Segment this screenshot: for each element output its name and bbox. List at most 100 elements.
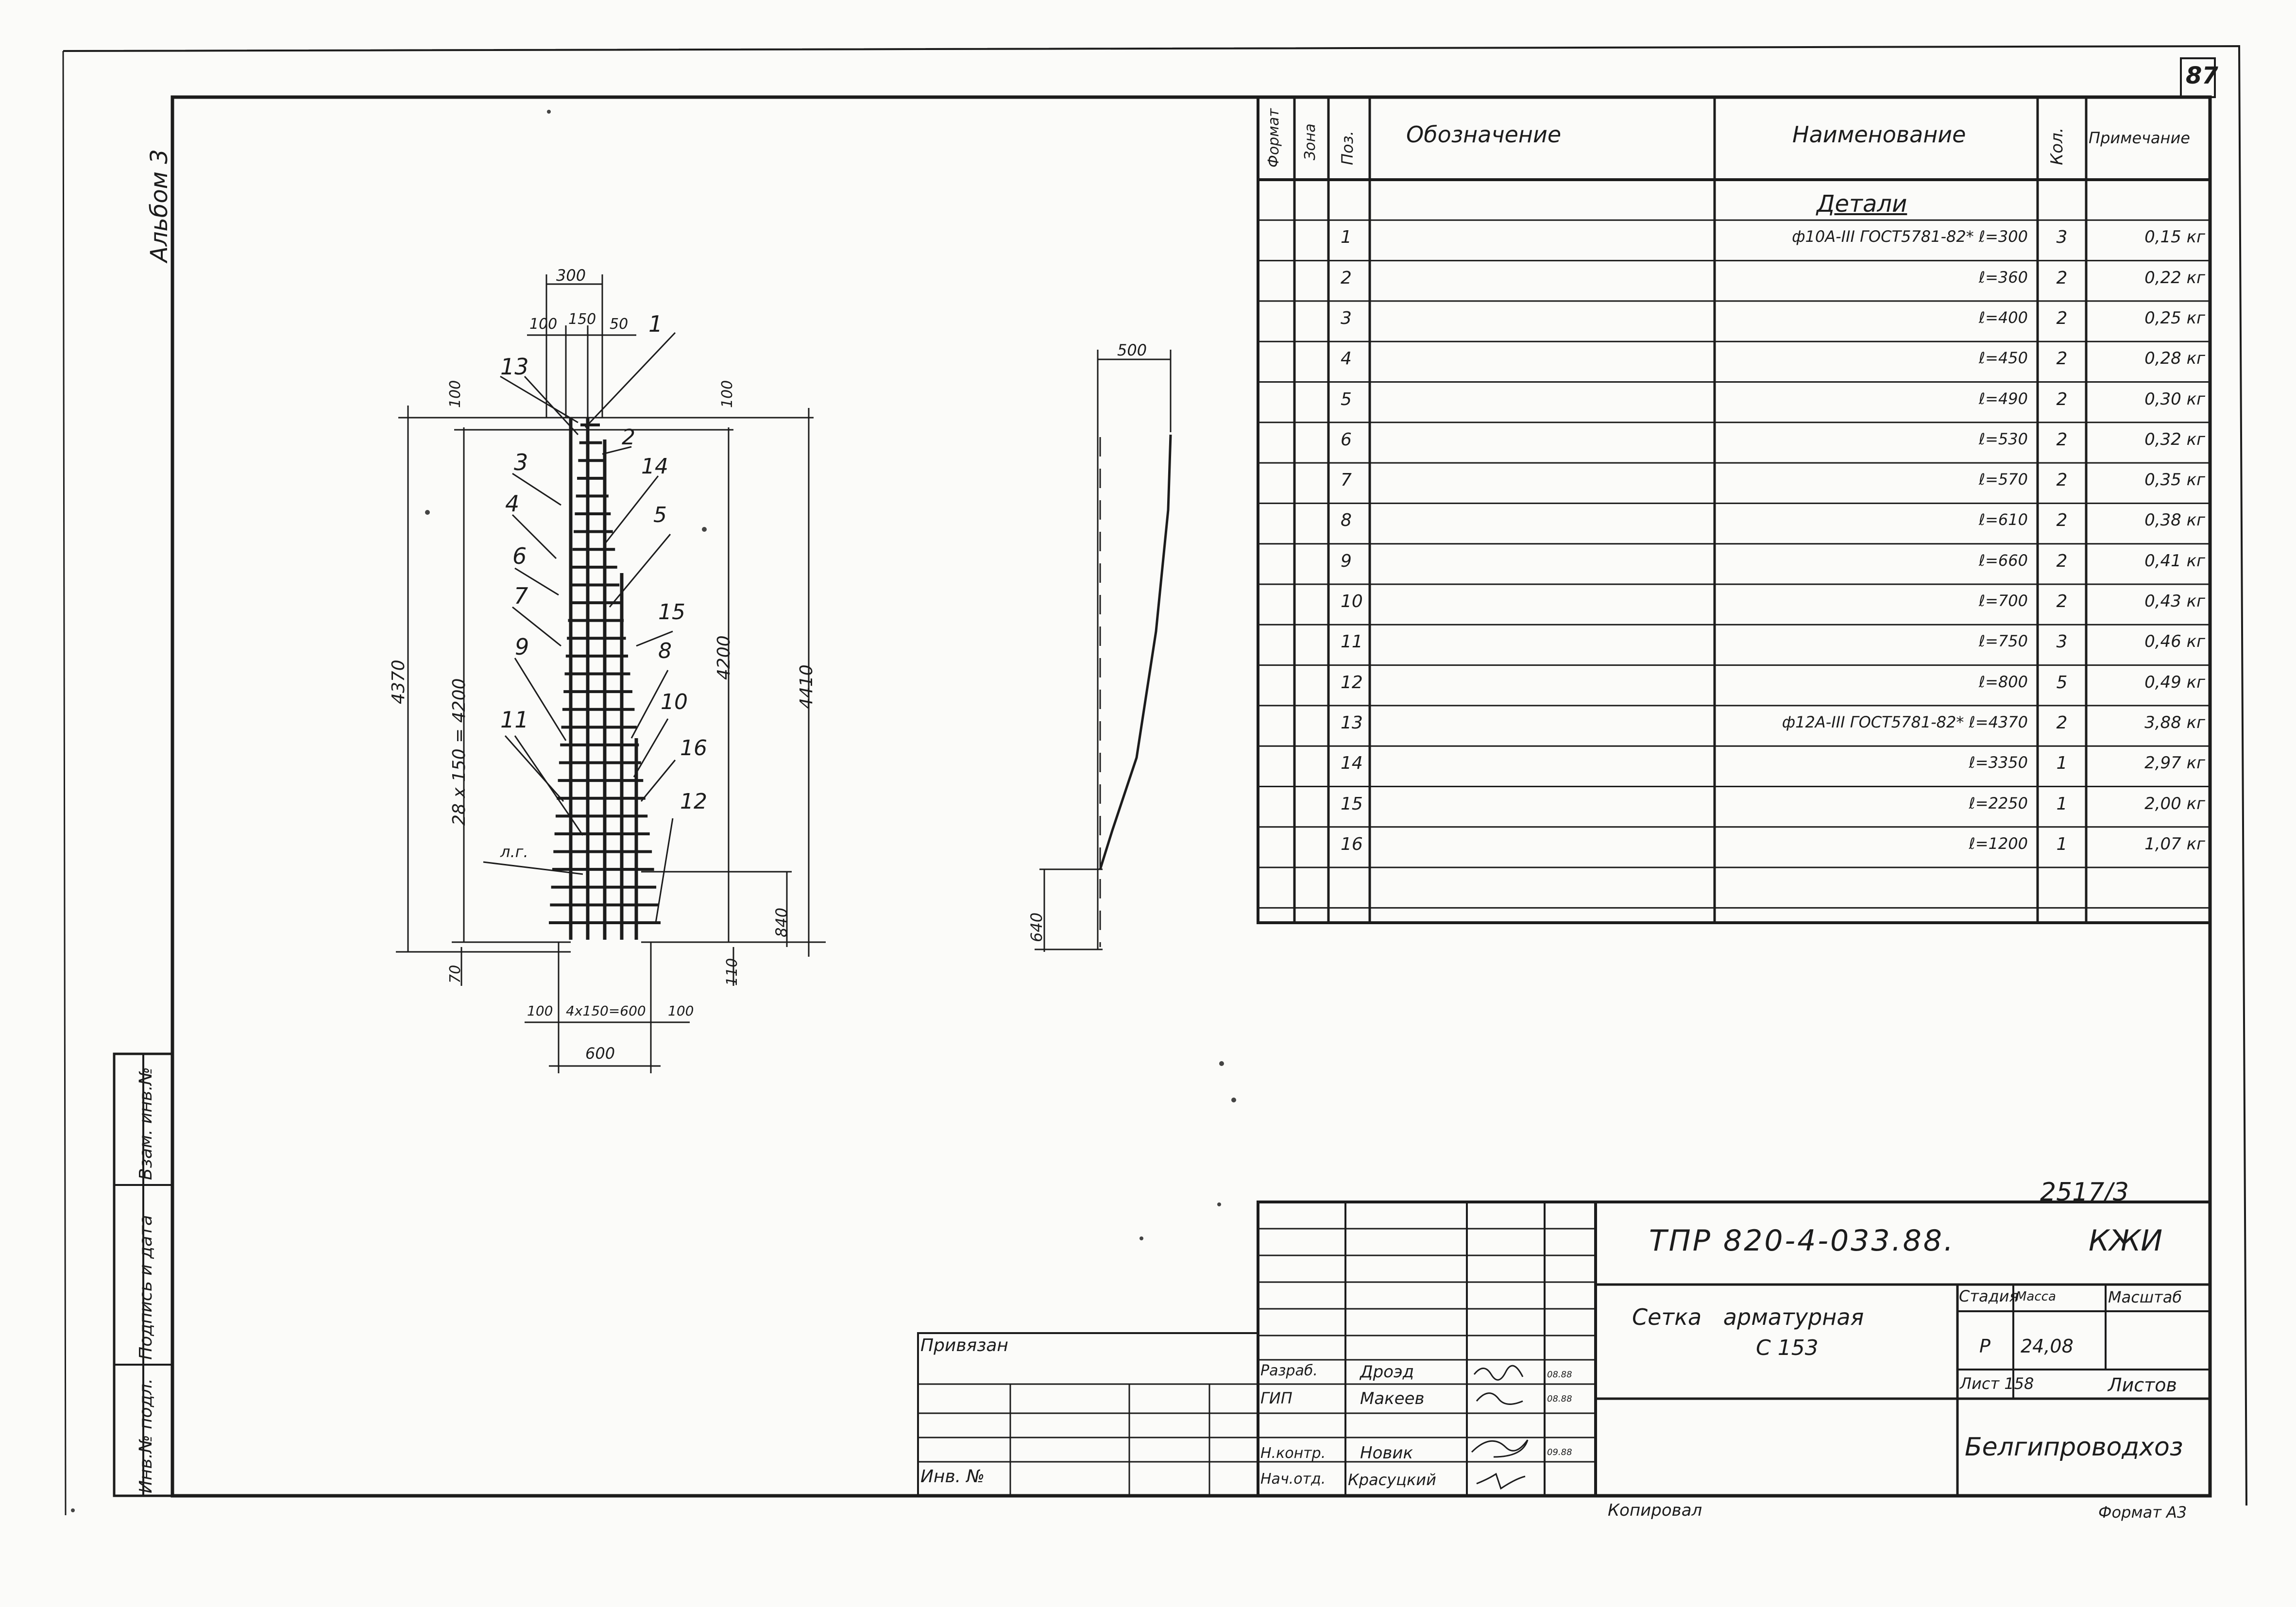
document-code: ТПР 820-4-033.88. xyxy=(1649,1224,1956,1258)
dim-mid-right: 4200 xyxy=(714,635,734,680)
callout-15: 15 xyxy=(658,600,685,625)
spec-pos: 16 xyxy=(1341,834,1363,854)
copied-by-label: Копировал xyxy=(1608,1501,1702,1520)
spec-note: 0,15 кг xyxy=(2144,227,2205,247)
dim-overall-left: 4370 xyxy=(389,660,408,704)
signature-marks xyxy=(1471,1365,1529,1490)
dim-top-total: 300 xyxy=(556,266,586,285)
spec-note: 1,07 кг xyxy=(2144,834,2205,854)
spec-header-name: Наименование xyxy=(1792,121,1966,148)
spec-qty: 1 xyxy=(2056,794,2068,814)
spec-note: 0,49 кг xyxy=(2144,672,2205,692)
callout-13: 13 xyxy=(500,354,529,380)
title-line-1: Сетка арматурная xyxy=(1632,1304,1864,1330)
spec-qty: 2 xyxy=(2056,268,2068,288)
spec-header-qty: Кол. xyxy=(2047,127,2067,165)
spec-qty: 2 xyxy=(2056,349,2068,369)
dim-bottom-split-2: 4x150=600 xyxy=(566,1003,646,1019)
callout-14: 14 xyxy=(641,454,668,479)
dim-bottom-split-3: 100 xyxy=(668,1003,694,1019)
spec-pos: 5 xyxy=(1341,389,1352,409)
spec-pos: 2 xyxy=(1341,268,1352,288)
spec-note: 0,38 кг xyxy=(2144,510,2205,530)
role-chief-engineer: ГИП xyxy=(1260,1389,1293,1407)
callout-4: 4 xyxy=(505,491,520,517)
spec-pos: 9 xyxy=(1341,551,1352,571)
dim-top-split-1: 100 xyxy=(529,316,558,333)
spec-pos: 6 xyxy=(1341,429,1352,450)
spec-name: ℓ=610 xyxy=(1978,510,2028,529)
dim-bottom-right: 110 xyxy=(724,958,741,986)
sheet-frame xyxy=(62,45,2247,1516)
dim-bottom-total: 600 xyxy=(585,1044,615,1063)
callout-11: 11 xyxy=(500,707,529,733)
spec-name: ℓ=2250 xyxy=(1969,794,2028,812)
spec-name: ℓ=660 xyxy=(1978,551,2028,570)
spec-pos: 15 xyxy=(1341,794,1363,814)
sheets-label: Листов xyxy=(2108,1374,2177,1396)
sheet-label: Лист 158 xyxy=(1960,1374,2034,1393)
name-developer: Дроэд xyxy=(1360,1362,1414,1382)
scale-label: Масштаб xyxy=(2108,1288,2182,1306)
dim-bottom-left: 70 xyxy=(447,964,464,983)
dim-step-left: 28 x 150 = 4200 xyxy=(449,678,469,826)
callout-12: 12 xyxy=(680,789,707,814)
spec-header-format: Формат xyxy=(1265,108,1282,168)
spec-note: 0,30 кг xyxy=(2144,389,2205,409)
spec-name: ℓ=3350 xyxy=(1969,753,2028,772)
spec-qty: 2 xyxy=(2056,308,2068,328)
role-norm-control: Н.контр. xyxy=(1260,1445,1326,1462)
spec-note: 3,88 кг xyxy=(2144,712,2205,732)
series-number: 2517/3 xyxy=(2040,1178,2129,1207)
spec-pos: 4 xyxy=(1341,349,1352,369)
spec-name: ℓ=530 xyxy=(1978,429,2028,448)
spec-note: 2,97 кг xyxy=(2144,753,2205,773)
spec-note: 0,28 кг xyxy=(2144,349,2205,369)
spec-note: 0,32 кг xyxy=(2144,429,2205,449)
spec-qty: 2 xyxy=(2056,510,2068,531)
spec-name: ℓ=1200 xyxy=(1969,834,2028,853)
spec-qty: 1 xyxy=(2056,834,2068,854)
spec-pos: 13 xyxy=(1341,712,1363,733)
date-developer: 08.88 xyxy=(1547,1370,1572,1380)
spec-qty: 1 xyxy=(2056,753,2068,774)
spec-section-title: Детали xyxy=(1817,190,1907,218)
role-head-department: Нач.отд. xyxy=(1260,1471,1326,1488)
dim-overall-right: 4410 xyxy=(797,664,816,709)
spec-name: ℓ=700 xyxy=(1978,592,2028,610)
callout-7: 7 xyxy=(514,583,528,609)
spec-pos: 14 xyxy=(1341,753,1363,774)
spec-qty: 2 xyxy=(2056,470,2068,491)
spec-pos: 3 xyxy=(1341,308,1352,328)
album-label: Альбом 3 xyxy=(146,149,173,262)
date-norm-control: 09.88 xyxy=(1547,1447,1572,1457)
spec-pos: 1 xyxy=(1341,227,1352,248)
spec-table-lines xyxy=(1257,96,2211,924)
spec-note: 2,00 кг xyxy=(2144,794,2205,813)
dim-right-100: 100 xyxy=(719,380,736,408)
spec-note: 0,41 кг xyxy=(2144,551,2205,571)
spec-note: 0,25 кг xyxy=(2144,308,2205,328)
spec-qty: 2 xyxy=(2056,712,2068,733)
spec-name: ф10А-III ГОСТ5781-82* ℓ=300 xyxy=(1792,227,2028,246)
spec-name: ℓ=750 xyxy=(1978,632,2028,651)
side-stamp-inv-original: Инв.№ подл. xyxy=(136,1378,156,1493)
callout-2: 2 xyxy=(622,425,635,450)
attached-label: Привязан xyxy=(920,1336,1008,1355)
spec-name: ф12А-III ГОСТ5781-82* ℓ=4370 xyxy=(1782,712,2028,731)
dim-top-split-3: 50 xyxy=(610,316,629,333)
spec-qty: 2 xyxy=(2056,429,2068,450)
mesh-plan xyxy=(396,274,826,1073)
spec-name: ℓ=400 xyxy=(1978,308,2028,327)
spec-note: 0,43 кг xyxy=(2144,592,2205,611)
spec-note: 0,22 кг xyxy=(2144,268,2205,288)
spec-qty: 2 xyxy=(2056,389,2068,409)
spec-qty: 3 xyxy=(2056,227,2068,248)
side-stamp-replace-inv: Взам. инв.№ xyxy=(136,1067,156,1180)
organization: Белгипроводхоз xyxy=(1965,1433,2183,1462)
name-norm-control: Новик xyxy=(1360,1443,1413,1463)
format-label: Формат А3 xyxy=(2098,1503,2187,1522)
spec-note: 0,46 кг xyxy=(2144,632,2205,652)
spec-qty: 5 xyxy=(2056,672,2068,693)
